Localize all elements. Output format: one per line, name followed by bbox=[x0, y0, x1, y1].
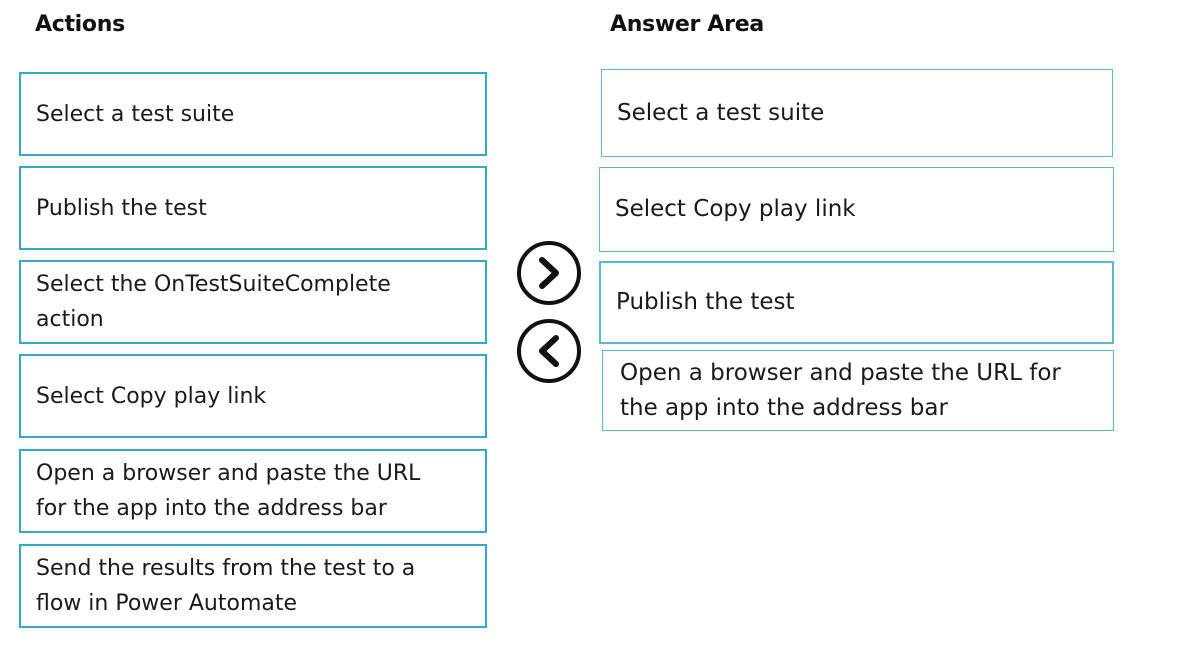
action-item-send-results-to-flow[interactable]: Send the results from the test to a flow… bbox=[19, 544, 487, 628]
action-item-label: Open a browser and paste the URL for the… bbox=[36, 461, 421, 521]
chevron-left-circle-icon bbox=[517, 319, 581, 383]
answer-item-label: Select Copy play link bbox=[615, 196, 856, 222]
action-item-select-test-suite[interactable]: Select a test suite bbox=[19, 72, 487, 156]
action-item-label: Publish the test bbox=[36, 195, 207, 221]
chevron-right-circle-icon bbox=[517, 241, 581, 305]
action-item-select-ontestsuitecomplete[interactable]: Select the OnTestSuiteComplete action bbox=[19, 260, 487, 344]
action-item-label: Select Copy play link bbox=[36, 383, 267, 409]
answer-area-heading: Answer Area bbox=[610, 12, 764, 37]
action-item-label: Select the OnTestSuiteComplete action bbox=[36, 272, 391, 332]
answer-item-select-test-suite[interactable]: Select a test suite bbox=[601, 69, 1113, 157]
action-item-publish-test[interactable]: Publish the test bbox=[19, 166, 487, 250]
answer-item-label: Select a test suite bbox=[617, 99, 825, 126]
move-right-button[interactable] bbox=[516, 240, 582, 306]
answer-item-open-browser[interactable]: Open a browser and paste the URL for the… bbox=[602, 350, 1114, 431]
action-item-open-browser[interactable]: Open a browser and paste the URL for the… bbox=[19, 449, 487, 533]
action-item-label: Send the results from the test to a flow… bbox=[36, 556, 416, 616]
actions-heading: Actions bbox=[35, 12, 125, 37]
answer-item-label: Open a browser and paste the URL for the… bbox=[620, 359, 1061, 421]
answer-item-label: Publish the test bbox=[616, 289, 795, 315]
action-item-label: Select a test suite bbox=[36, 101, 235, 127]
action-item-select-copy-play-link[interactable]: Select Copy play link bbox=[19, 354, 487, 438]
move-left-button[interactable] bbox=[516, 318, 582, 384]
answer-item-publish-test[interactable]: Publish the test bbox=[599, 261, 1114, 344]
answer-item-select-copy-play-link[interactable]: Select Copy play link bbox=[599, 167, 1114, 252]
